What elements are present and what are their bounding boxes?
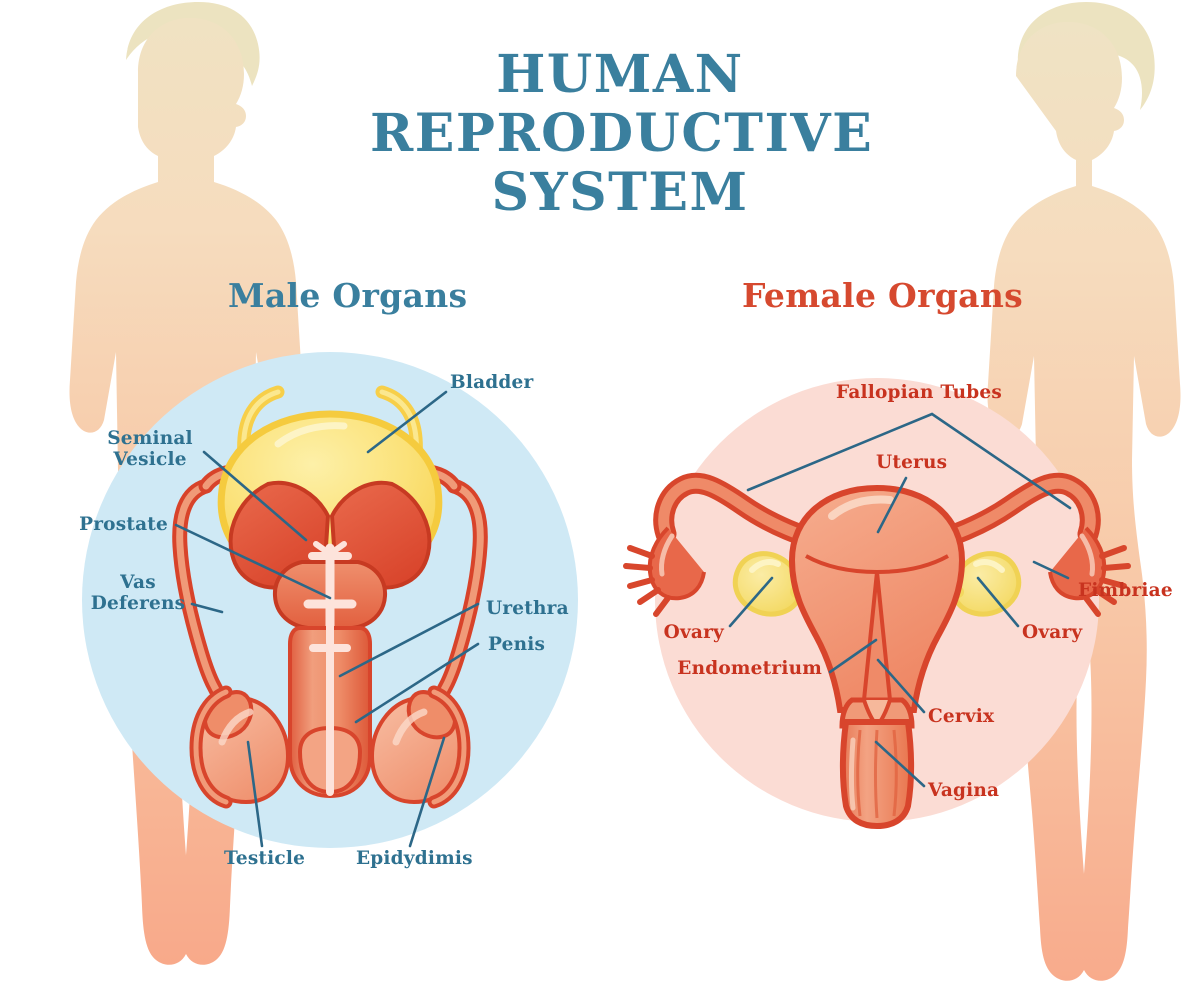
label-vas-deferens: Vas Deferens xyxy=(84,572,192,614)
title-line-2: REPRODUCTIVE xyxy=(370,102,874,164)
title-line-1: HUMAN xyxy=(496,44,744,105)
leader-urethra xyxy=(338,602,480,678)
label-ovary-right: Ovary xyxy=(1022,622,1083,643)
title-line-3: SYSTEM xyxy=(491,161,749,223)
label-prostate: Prostate xyxy=(79,514,168,535)
leader-lines-female xyxy=(728,412,1072,788)
label-vas-deferens-line1: Vas xyxy=(120,572,156,593)
label-fimbriae: Fimbriae xyxy=(1078,580,1173,601)
label-uterus: Uterus xyxy=(876,452,948,473)
fimbriae-right xyxy=(1048,526,1107,601)
leader-cervix xyxy=(876,658,926,714)
label-endometrium: Endometrium xyxy=(677,658,822,679)
label-epidydimis: Epidydimis xyxy=(356,848,473,869)
leader-penis xyxy=(354,642,480,724)
label-testicle: Testicle xyxy=(224,848,306,869)
leader-vas-deferens xyxy=(190,602,224,614)
leader-epidydimis xyxy=(408,736,446,848)
label-urethra: Urethra xyxy=(486,598,569,619)
label-vas-deferens-line2: Deferens xyxy=(90,593,186,615)
label-cervix: Cervix xyxy=(928,706,995,727)
leader-endometrium xyxy=(828,638,878,674)
leader-ovary-right xyxy=(976,576,1020,628)
label-ovary-left: Ovary xyxy=(663,622,724,643)
leader-vagina xyxy=(874,740,926,788)
section-heading-male: Male Organs xyxy=(228,276,468,315)
label-seminal-vesicle-line2: Vesicle xyxy=(113,449,187,471)
leader-prostate xyxy=(174,523,332,600)
section-heading-female: Female Organs xyxy=(742,276,1023,315)
leader-fimbriae xyxy=(1032,560,1070,580)
leader-seminal-vesicle xyxy=(202,450,308,542)
label-fallopian-tubes: Fallopian Tubes xyxy=(836,382,1002,403)
leader-fallopian-tubes xyxy=(746,412,1072,510)
label-penis: Penis xyxy=(488,634,546,655)
leader-uterus xyxy=(876,476,908,534)
leader-ovary-left xyxy=(728,576,774,628)
label-vagina: Vagina xyxy=(928,780,1000,801)
leader-lines-male xyxy=(174,390,480,848)
label-seminal-vesicle: Seminal Vesicle xyxy=(98,428,202,470)
male-organs-illustration xyxy=(172,385,488,809)
page-title: HUMAN REPRODUCTIVE SYSTEM xyxy=(370,44,874,223)
leader-bladder xyxy=(366,390,448,454)
label-bladder: Bladder xyxy=(450,372,534,393)
female-organs-illustration xyxy=(623,472,1131,830)
leader-testicle xyxy=(246,740,264,848)
label-seminal-vesicle-line1: Seminal xyxy=(107,428,193,449)
fimbriae-left xyxy=(647,526,706,601)
